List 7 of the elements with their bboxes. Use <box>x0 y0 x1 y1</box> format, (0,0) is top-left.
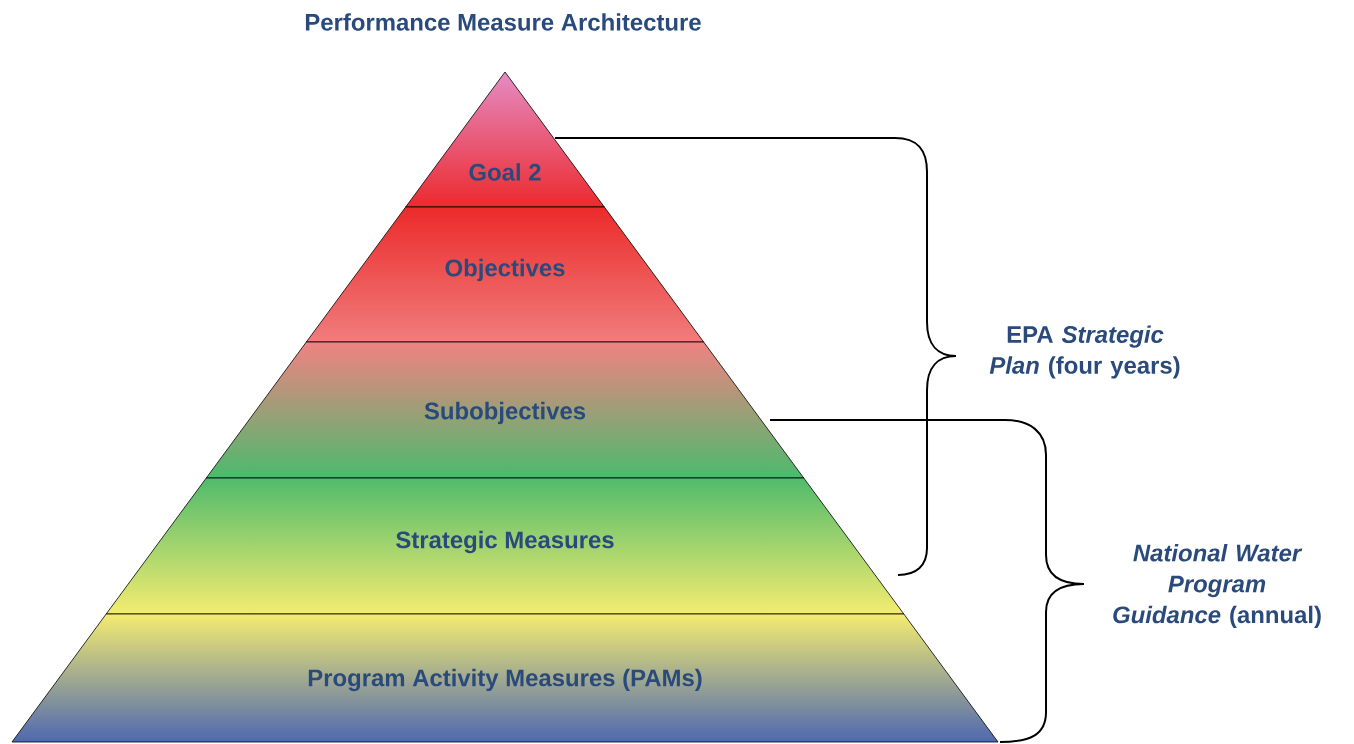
pyramid-band: Goal 2 <box>405 71 605 208</box>
pyramid-band: Subobjectives <box>205 341 805 479</box>
pyramid-band: Program Activity Measures (PAMs) <box>11 613 999 743</box>
bracket-label: EPA Strategic Plan (four years) <box>989 325 1180 379</box>
bracket-label: National Water Program Guidance (annual) <box>1113 544 1321 629</box>
title: Performance Measure Architecture <box>305 13 701 31</box>
pyramid-band: Strategic Measures <box>105 477 905 615</box>
